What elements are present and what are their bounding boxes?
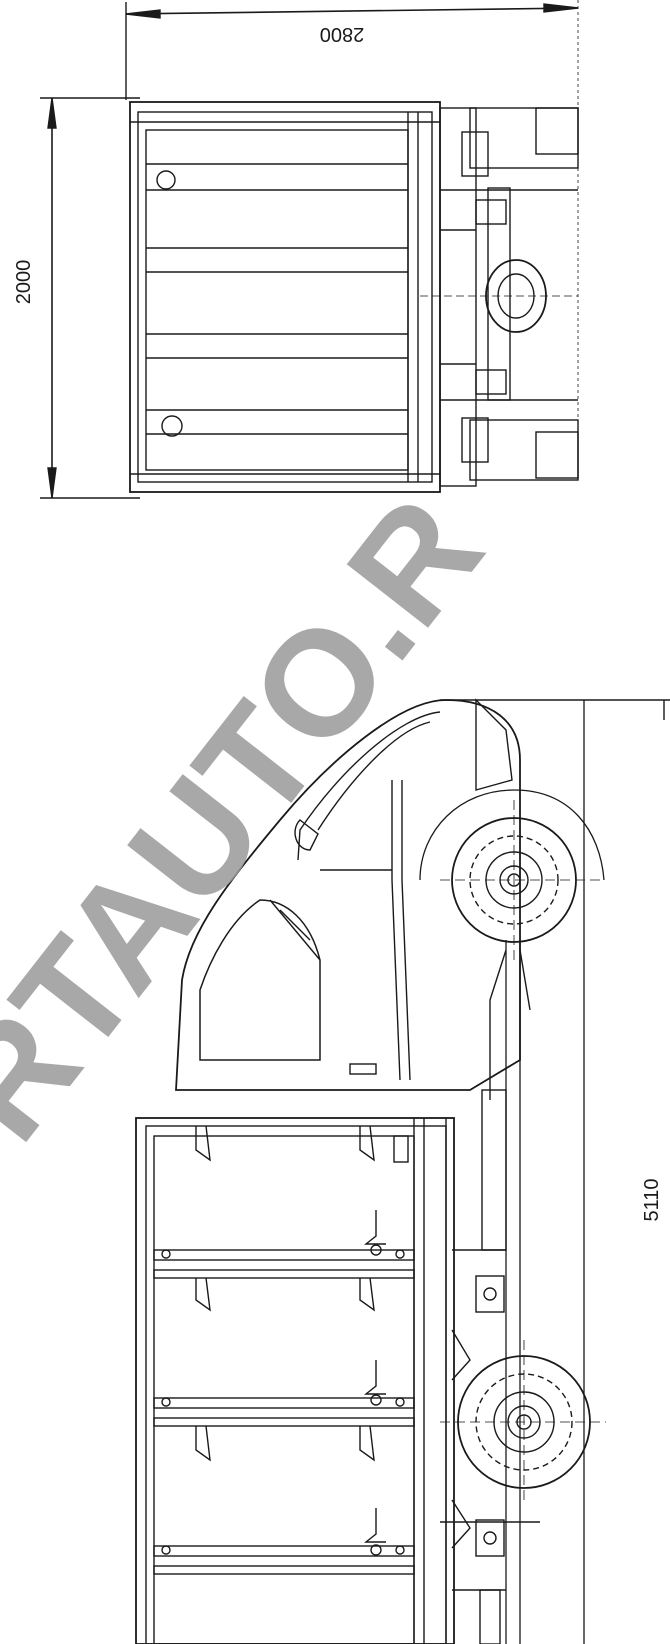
front-wheel [419, 789, 605, 960]
dimension-height-label: 2000 [13, 260, 35, 305]
dimension-length-label: 5110 [641, 1178, 663, 1221]
cargo-body [135, 1117, 455, 1644]
watermark-text: RTAUTO.R [0, 467, 514, 1170]
dimension-width-label: 2800 [320, 23, 365, 45]
side-view [135, 698, 670, 1644]
rear-view [40, 0, 579, 499]
rear-wheel [440, 1340, 606, 1500]
